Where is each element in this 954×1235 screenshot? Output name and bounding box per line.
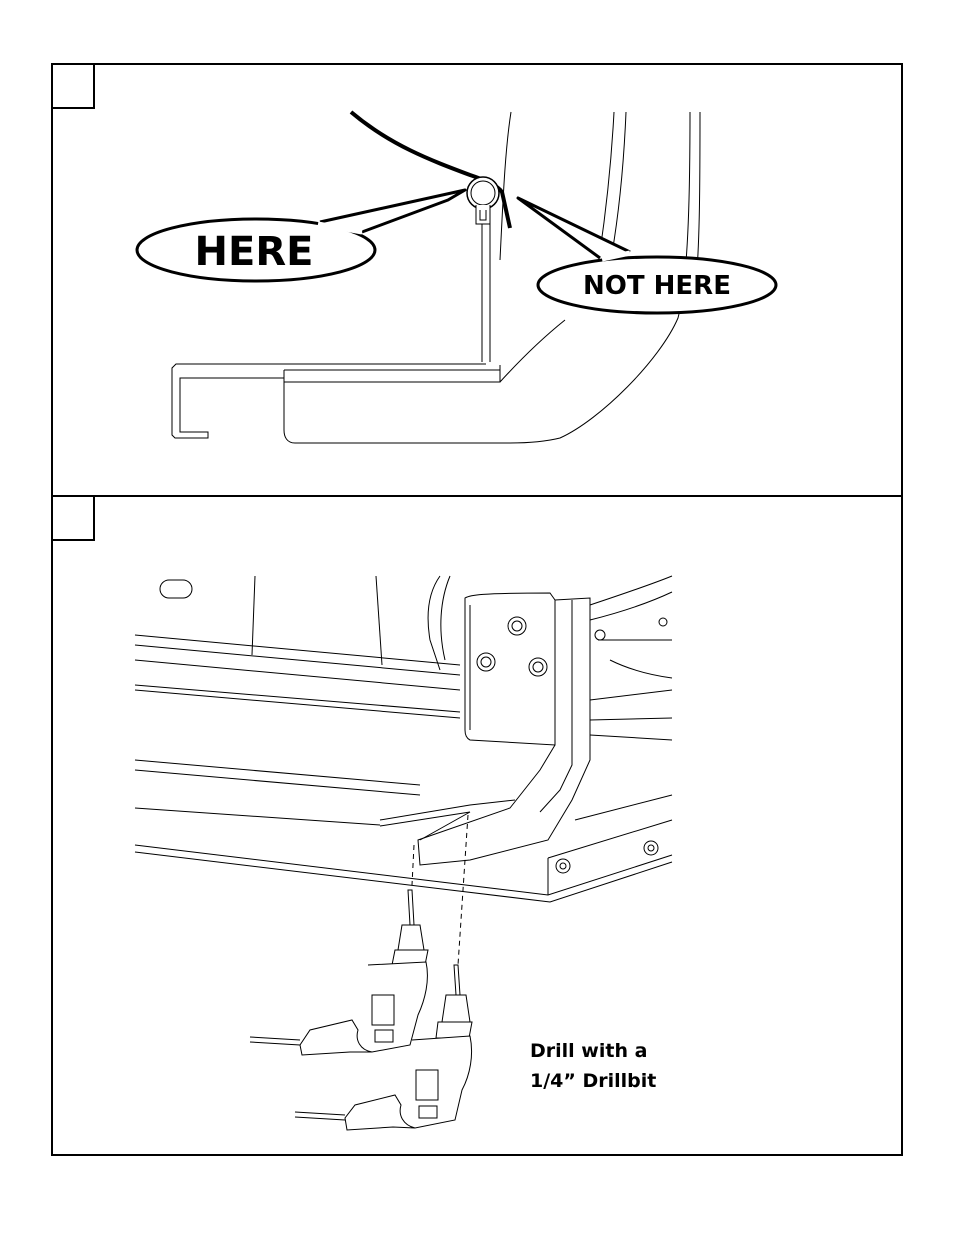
drilling-illustration <box>135 576 672 965</box>
drill-note-line-2: 1/4” Drillbit <box>530 1066 656 1096</box>
drill-icon <box>250 890 428 1055</box>
drill-instruction-note: Drill with a 1/4” Drillbit <box>530 1036 656 1096</box>
here-label: HERE <box>195 229 314 275</box>
not-here-callout: NOT HERE <box>518 198 776 313</box>
clip-ring-icon <box>467 177 499 209</box>
here-callout: HERE <box>137 190 465 281</box>
not-here-label: NOT HERE <box>583 271 731 301</box>
drill-note-line-1: Drill with a <box>530 1036 656 1066</box>
